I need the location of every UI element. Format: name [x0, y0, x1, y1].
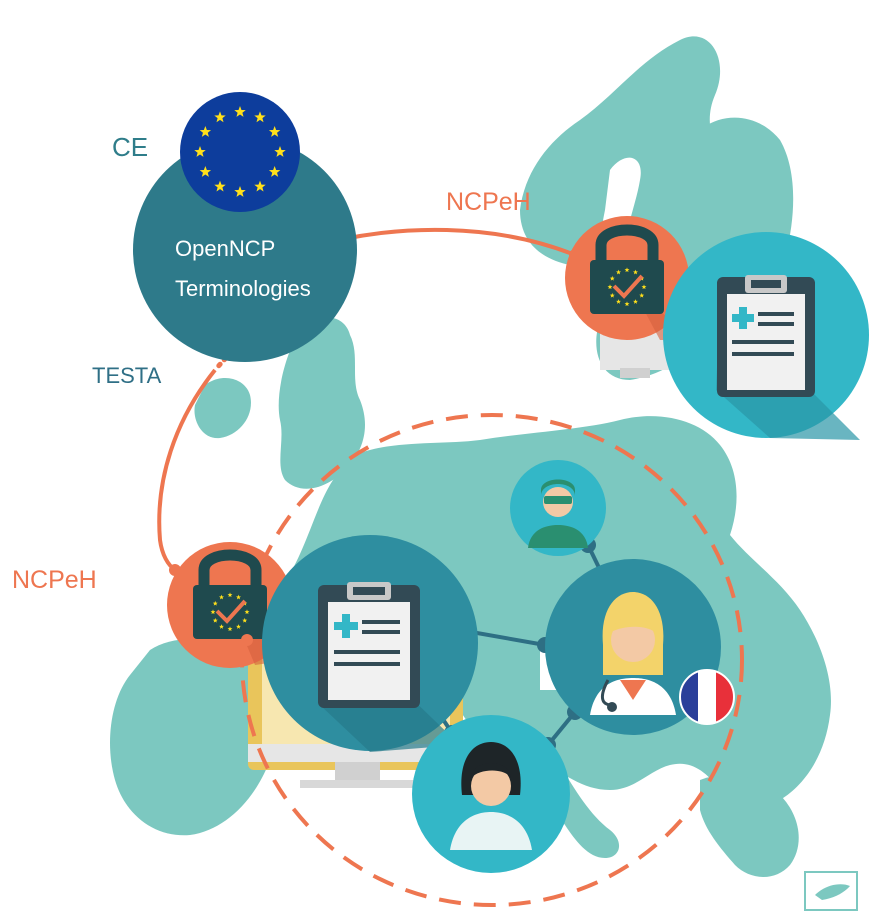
star-icon: [624, 301, 630, 307]
star-icon: [214, 180, 226, 192]
star-icon: [227, 592, 233, 598]
star-icon: [244, 609, 250, 615]
star-icon: [214, 111, 226, 123]
star-icon: [194, 146, 206, 157]
doctor-avatar-icon: [545, 559, 721, 735]
star-icon: [633, 269, 638, 275]
star-icon: [609, 292, 615, 298]
star-icon: [199, 166, 212, 177]
connection-dot: [241, 634, 253, 646]
eu-flag-icon: [180, 92, 300, 212]
testa-link-solid: [157, 368, 217, 572]
star-icon: [242, 617, 248, 623]
star-icon: [210, 609, 216, 615]
medical-clipboard-icon: [663, 232, 869, 440]
star-icon: [616, 269, 621, 275]
star-icon: [268, 166, 281, 177]
lock-icon: [167, 542, 293, 668]
star-icon: [633, 299, 638, 304]
star-icon: [254, 111, 266, 123]
terminologies-label: Terminologies: [175, 276, 311, 301]
star-icon: [234, 186, 246, 197]
star-icon: [236, 624, 241, 629]
ce-label: CE: [112, 132, 149, 162]
star-icon: [607, 284, 613, 290]
star-icon: [639, 292, 645, 298]
france-flag-icon: [679, 669, 735, 725]
star-icon: [227, 626, 233, 632]
star-icon: [234, 106, 246, 117]
cyprus-inset-icon: [804, 871, 858, 911]
medical-clipboard-icon: [262, 535, 478, 752]
star-icon: [219, 594, 224, 600]
openncp-label: OpenNCP: [175, 236, 276, 261]
star-icon: [616, 299, 621, 304]
nurse-avatar-icon: [510, 460, 606, 556]
star-icon: [219, 624, 224, 629]
lock-icon: [565, 216, 690, 340]
star-icon: [254, 180, 266, 192]
star-icon: [212, 617, 218, 623]
star-icon: [199, 126, 212, 137]
patient-avatar-icon: [412, 715, 570, 873]
star-icon: [274, 146, 286, 157]
star-icon: [641, 284, 647, 290]
testa-label: TESTA: [92, 363, 162, 388]
star-icon: [624, 267, 630, 273]
ncpeh-left-label: NCPeH: [12, 566, 97, 594]
star-icon: [236, 594, 241, 600]
star-icon: [609, 275, 615, 281]
openncp-terminologies-node: [133, 138, 357, 362]
ncpeh-top-label: NCPeH: [446, 188, 531, 216]
star-icon: [212, 600, 218, 606]
star-icon: [268, 126, 281, 137]
